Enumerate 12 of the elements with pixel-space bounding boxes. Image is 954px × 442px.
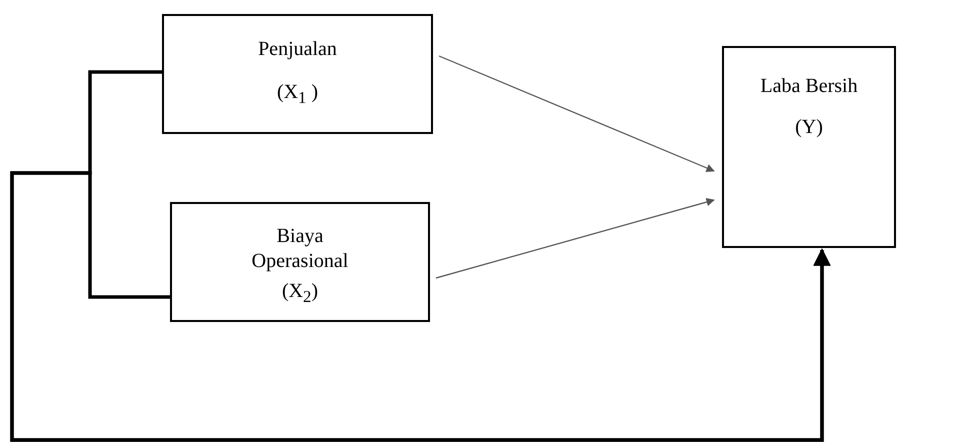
variable-box — [162, 14, 433, 134]
variable-box — [722, 46, 896, 248]
variable-symbol: (X$_{2}$) — [282, 279, 318, 308]
variable-name: Biaya Operasional — [250, 224, 350, 274]
variable-symbol: (Y) — [795, 115, 823, 140]
variable-name: Laba Bersih — [760, 74, 858, 99]
variable-box — [170, 202, 430, 322]
arrow — [438, 55, 715, 172]
arrow — [10, 171, 831, 442]
variable-name: Penjualan — [258, 37, 337, 62]
variable-symbol: (X$_{1}$ ) — [276, 80, 318, 109]
arrow — [436, 198, 715, 279]
